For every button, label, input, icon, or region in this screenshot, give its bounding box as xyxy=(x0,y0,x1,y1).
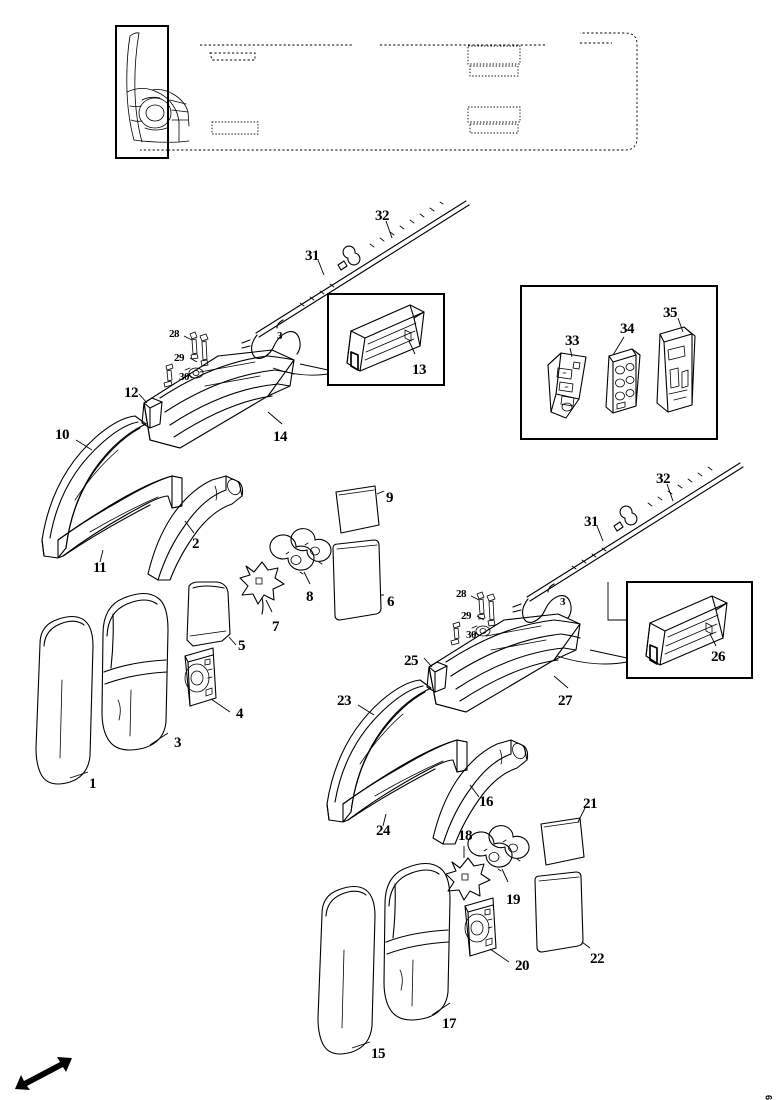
callout-14: 14 xyxy=(273,429,288,445)
headliner-rails-right xyxy=(326,591,581,845)
callout-21: 21 xyxy=(583,796,598,812)
callout-6: 6 xyxy=(387,594,395,610)
callout-31: 31 xyxy=(584,514,599,530)
callout-3: 3 xyxy=(174,735,182,751)
callout-27: 27 xyxy=(558,693,573,709)
callout-13: 13 xyxy=(412,362,427,378)
callout-18: 18 xyxy=(458,828,473,844)
callout-30: 30 xyxy=(179,371,190,383)
switch-panel-34 xyxy=(605,336,641,414)
console-rail-14 xyxy=(143,349,295,449)
grab-handle-2 xyxy=(147,475,244,581)
vehicle-outline-key xyxy=(115,25,638,159)
callout-9: 9 xyxy=(386,490,394,506)
forward-direction-arrow xyxy=(15,1057,72,1090)
grommet-knobs-8 xyxy=(269,528,332,585)
trim-patch-9 xyxy=(335,485,385,534)
callout-29: 29 xyxy=(174,352,185,364)
callout-10: 10 xyxy=(55,427,70,443)
headliner-rail-24 xyxy=(342,739,468,827)
detail-box-switch-panels xyxy=(520,285,718,440)
box13-connector xyxy=(272,367,329,376)
right-visor-parts xyxy=(317,807,591,1055)
callout-30: 30 xyxy=(466,629,477,641)
callout-22: 22 xyxy=(590,951,605,967)
grab-handle-16 xyxy=(432,739,529,845)
callout-20: 20 xyxy=(515,958,530,974)
callout-2: 2 xyxy=(192,536,200,552)
switch-panel-33 xyxy=(547,347,587,419)
callout-17: 17 xyxy=(442,1016,457,1032)
headliner-rail-11 xyxy=(57,475,183,563)
headliner-rail-10 xyxy=(41,415,147,559)
callout-11: 11 xyxy=(93,560,107,576)
trim-panel-5 xyxy=(186,581,237,647)
sun-visor-17 xyxy=(383,862,451,1021)
callout-4: 4 xyxy=(236,706,244,722)
callout-19: 19 xyxy=(506,892,521,908)
callout-33: 33 xyxy=(565,333,580,349)
trim-panel-6 xyxy=(332,539,384,621)
headliner-rail-23 xyxy=(326,679,432,823)
callout-12: 12 xyxy=(124,385,139,401)
sun-visor-1 xyxy=(35,615,94,785)
callout-15: 15 xyxy=(371,1046,386,1062)
antenna-assembly-right xyxy=(512,462,744,623)
antenna-assembly-left xyxy=(241,200,470,359)
left-visor-parts xyxy=(35,485,385,785)
callout-25: 25 xyxy=(404,653,419,669)
rail-end-cap-25 xyxy=(423,657,448,693)
callout-5: 5 xyxy=(238,638,246,654)
star-clip-18 xyxy=(445,846,491,901)
callout-16: 16 xyxy=(479,794,494,810)
sun-visor-15 xyxy=(317,885,376,1055)
callout-32: 32 xyxy=(375,208,390,224)
callout-29: 29 xyxy=(461,610,472,622)
box28-connector xyxy=(556,655,628,665)
switch-panel-35 xyxy=(656,317,696,413)
trim-panel-22 xyxy=(534,871,591,953)
sun-visor-3 xyxy=(101,592,169,751)
callout-35: 35 xyxy=(663,305,678,321)
speaker-20 xyxy=(464,897,510,963)
console-rail-27 xyxy=(428,613,581,713)
callout-7: 7 xyxy=(272,619,280,635)
callout-24: 24 xyxy=(376,823,391,839)
callout-3: 3 xyxy=(277,330,283,342)
rail-end-cap-12 xyxy=(138,393,163,429)
callout-3: 3 xyxy=(560,596,566,608)
callout-1: 1 xyxy=(89,776,97,792)
callout-23: 23 xyxy=(337,693,352,709)
callout-34: 34 xyxy=(620,321,635,337)
callout-32: 32 xyxy=(656,471,671,487)
trim-patch-21 xyxy=(540,807,586,866)
star-clip-7 xyxy=(239,561,285,615)
fasteners-right xyxy=(450,591,496,646)
grommet-knobs-19 xyxy=(467,825,530,883)
callout-8: 8 xyxy=(306,589,314,605)
callout-26: 26 xyxy=(711,649,726,665)
detail-box-28 xyxy=(626,581,753,679)
detail-box-13 xyxy=(327,293,445,386)
callout-28: 28 xyxy=(169,328,180,340)
headliner-rails-left xyxy=(41,331,295,581)
callout-28: 28 xyxy=(456,588,467,600)
speaker-4 xyxy=(184,647,231,713)
fasteners-left xyxy=(163,331,209,388)
corner-catalog-code: 6 08 19 xyxy=(764,1094,774,1100)
callout-31: 31 xyxy=(305,248,320,264)
